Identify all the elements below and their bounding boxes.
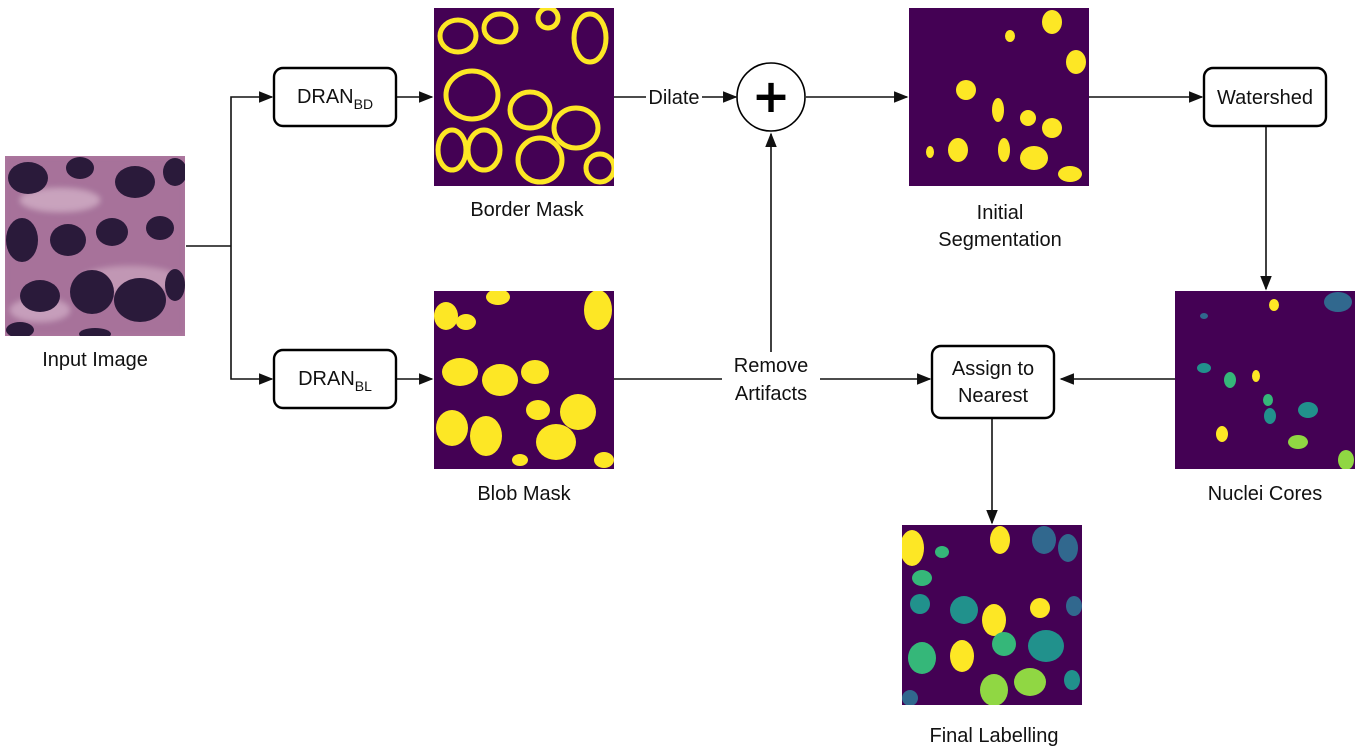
final-labelling-caption: Final Labelling	[930, 725, 1059, 747]
blob-mask-image: Blob Mask	[434, 291, 614, 505]
edge-to-dran-bd	[230, 91, 274, 246]
nuclei-cores-image: Nuclei Cores	[1175, 291, 1355, 505]
input-image-caption: Input Image	[42, 349, 148, 371]
final-labelling-image: Final Labelling	[902, 525, 1082, 747]
watershed-label: Watershed	[1217, 87, 1313, 109]
svg-text:DRANBL: DRANBL	[298, 368, 372, 394]
dran-bl-node: DRANBL	[272, 348, 398, 410]
nuclei-cores-caption: Nuclei Cores	[1208, 483, 1322, 505]
dran-bd-node: DRANBD	[272, 66, 398, 128]
dran-bd-subscript: BD	[354, 96, 373, 112]
plus-icon: +	[752, 69, 791, 123]
assign-nearest-label-2: Nearest	[958, 385, 1028, 407]
edge-label-remove: Remove	[734, 355, 808, 377]
border-mask-image: Border Mask	[434, 8, 614, 221]
dran-bl-label: DRAN	[298, 368, 355, 390]
watershed-node: Watershed	[1202, 66, 1328, 128]
edge-label-dilate: Dilate	[648, 87, 699, 109]
dran-bd-label: DRAN	[297, 86, 354, 108]
edge-to-dran-bl	[230, 246, 274, 385]
input-image: Input Image	[5, 156, 185, 371]
svg-text:DRANBD: DRANBD	[297, 86, 373, 112]
initial-segmentation-caption-2: Segmentation	[938, 229, 1061, 251]
blob-mask-caption: Blob Mask	[477, 483, 571, 505]
dran-bl-subscript: BL	[355, 378, 372, 394]
plus-operator: +	[736, 62, 806, 132]
edge-label-artifacts: Artifacts	[735, 383, 807, 405]
assign-nearest-label-1: Assign to	[952, 358, 1034, 380]
initial-segmentation-caption-1: Initial	[977, 202, 1024, 224]
edges	[186, 91, 1272, 525]
border-mask-caption: Border Mask	[470, 199, 584, 221]
assign-nearest-node: Assign to Nearest	[930, 344, 1056, 420]
initial-segmentation-image: Initial Segmentation	[909, 8, 1089, 251]
